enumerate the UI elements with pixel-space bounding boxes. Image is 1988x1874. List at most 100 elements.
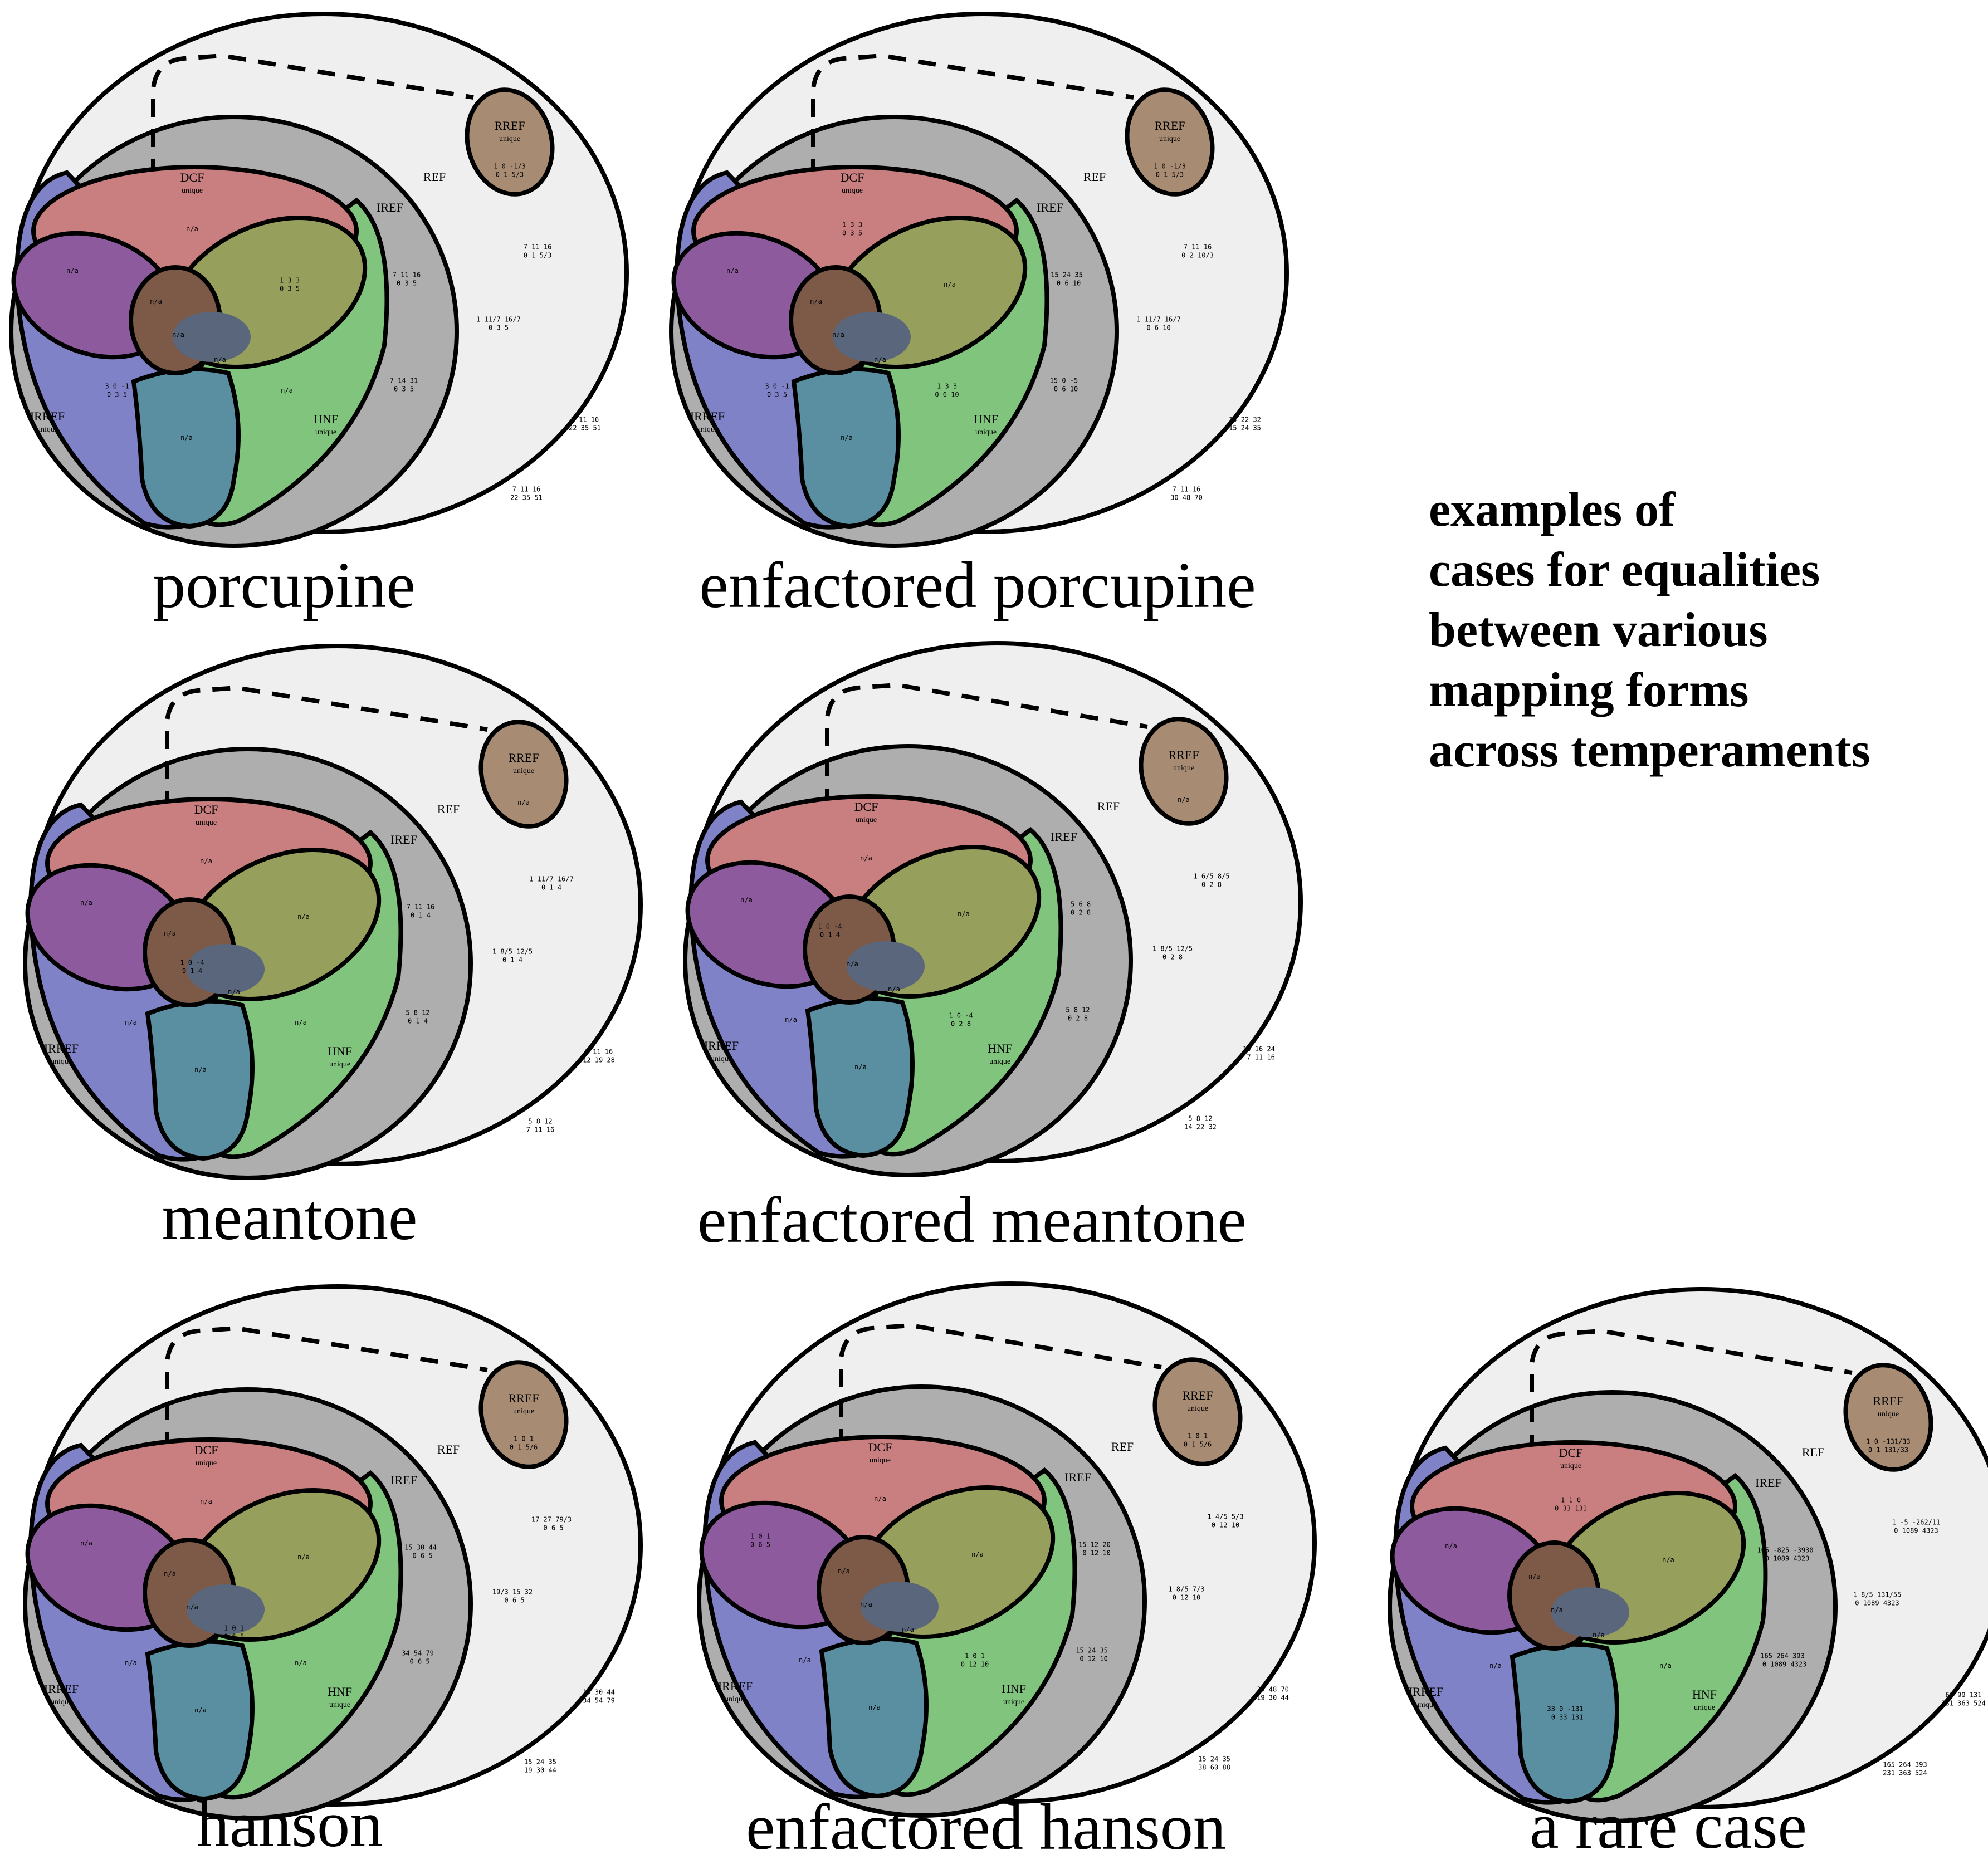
rref-connector — [1530, 1328, 1853, 1543]
rref-connector — [825, 682, 1148, 897]
rref-region — [1152, 1357, 1243, 1466]
panel-title: hanson — [197, 1788, 383, 1861]
dcf-unique-label: unique — [1560, 1462, 1581, 1470]
iref-label: IREF — [1051, 830, 1077, 844]
irref-unique-label: unique — [51, 1058, 72, 1066]
rref-unique-label: unique — [513, 1407, 534, 1416]
center-value: n/a — [810, 297, 822, 305]
center-lower-value: n/a — [1551, 1606, 1563, 1614]
irref-label: IRREF — [44, 1041, 79, 1055]
irref-hnf-value: 33 0 -131 0 33 131 — [1547, 1705, 1583, 1721]
rref-label: RREF — [1154, 119, 1185, 133]
hnf-label: HNF — [314, 412, 338, 426]
rref-region — [478, 1360, 569, 1469]
dcf-irref-value: n/a — [80, 1539, 92, 1547]
dcf-hnf-value: n/a — [1662, 1556, 1674, 1564]
rref-connector — [165, 685, 488, 899]
dcf-unique-label: unique — [842, 187, 863, 195]
side-note-line: mapping forms — [1429, 663, 1749, 717]
hnf-label: HNF — [974, 412, 998, 426]
irref-unique-label: unique — [1415, 1701, 1437, 1709]
rref-region — [465, 87, 555, 197]
dcf-hnf-irref-region — [173, 312, 251, 362]
dcf-label: DCF — [868, 1440, 892, 1454]
rref-label: RREF — [494, 119, 525, 133]
dcf-label: DCF — [841, 170, 864, 184]
center-value: n/a — [838, 1567, 850, 1575]
iref-label: IREF — [377, 200, 403, 214]
ref-value: 10 16 24 7 11 16 — [1243, 1045, 1275, 1061]
rref-region — [1843, 1363, 1933, 1472]
rref-connector — [839, 1323, 1162, 1537]
rref-unique-label: unique — [1173, 764, 1194, 772]
irref-value: n/a — [1489, 1662, 1502, 1670]
ref-label: REF — [423, 170, 446, 184]
iref-label: IREF — [390, 833, 417, 847]
hnf-label: HNF — [1002, 1682, 1026, 1696]
dcf-irref-value: n/a — [80, 899, 92, 907]
hnf-value: n/a — [295, 1659, 307, 1667]
irref-value: n/a — [125, 1019, 137, 1026]
side-note-line: examples of — [1429, 483, 1676, 537]
ref-label: REF — [1802, 1445, 1824, 1459]
side-note-line: cases for equalities — [1429, 543, 1820, 597]
venn-panel: REFIREFRREFuniqueDCFuniqueIRREFuniqueHNF… — [9, 12, 629, 622]
hnf-unique-label: unique — [1694, 1704, 1715, 1712]
dcf-hnf-irref-region — [187, 1584, 265, 1635]
irref-hnf-lens — [145, 1639, 255, 1802]
irref-hnf-lens — [145, 999, 255, 1161]
hnf-irref-value: n/a — [214, 356, 226, 364]
dcf-label: DCF — [1559, 1446, 1583, 1460]
irref-value: n/a — [125, 1659, 137, 1667]
irref-value: n/a — [799, 1656, 811, 1664]
dcf-label: DCF — [854, 800, 878, 814]
hnf-irref-value: n/a — [1593, 1631, 1605, 1639]
panel-title: meantone — [162, 1181, 418, 1254]
iref-value: 165 264 393 0 1089 4323 — [1759, 1652, 1807, 1669]
irref-label: IRREF — [44, 1682, 79, 1696]
panel-title: a rare case — [1530, 1789, 1807, 1862]
center-lower-value: n/a — [172, 331, 184, 339]
dcf-unique-label: unique — [196, 1459, 217, 1467]
irref-label: IRREF — [30, 409, 65, 423]
dcf-hnf-irref-region — [861, 1582, 939, 1632]
center-lower-value: n/a — [846, 960, 858, 968]
dcf-unique-label: unique — [870, 1456, 891, 1465]
dcf-value: n/a — [200, 1498, 212, 1505]
venn-panel: REFIREFRREFuniqueDCFuniqueIRREFuniqueHNF… — [23, 1284, 643, 1861]
hnf-value: n/a — [295, 1019, 307, 1026]
iref-label: IREF — [1037, 200, 1063, 214]
rref-region — [1125, 87, 1215, 197]
center-lower-value: n/a — [832, 331, 844, 339]
irref-hnf-lens — [791, 366, 901, 529]
irref-unique-label: unique — [711, 1055, 732, 1063]
center-value: n/a — [164, 929, 176, 937]
rref-connector — [165, 1325, 488, 1540]
dcf-hnf-value: n/a — [297, 1553, 310, 1561]
hnf-value: n/a — [281, 386, 293, 394]
hnf-unique-label: unique — [975, 428, 997, 437]
venn-panel: REFIREFRREFuniqueDCFuniqueIRREFuniqueHNF… — [697, 1281, 1317, 1863]
irref-hnf-value: n/a — [194, 1066, 207, 1074]
